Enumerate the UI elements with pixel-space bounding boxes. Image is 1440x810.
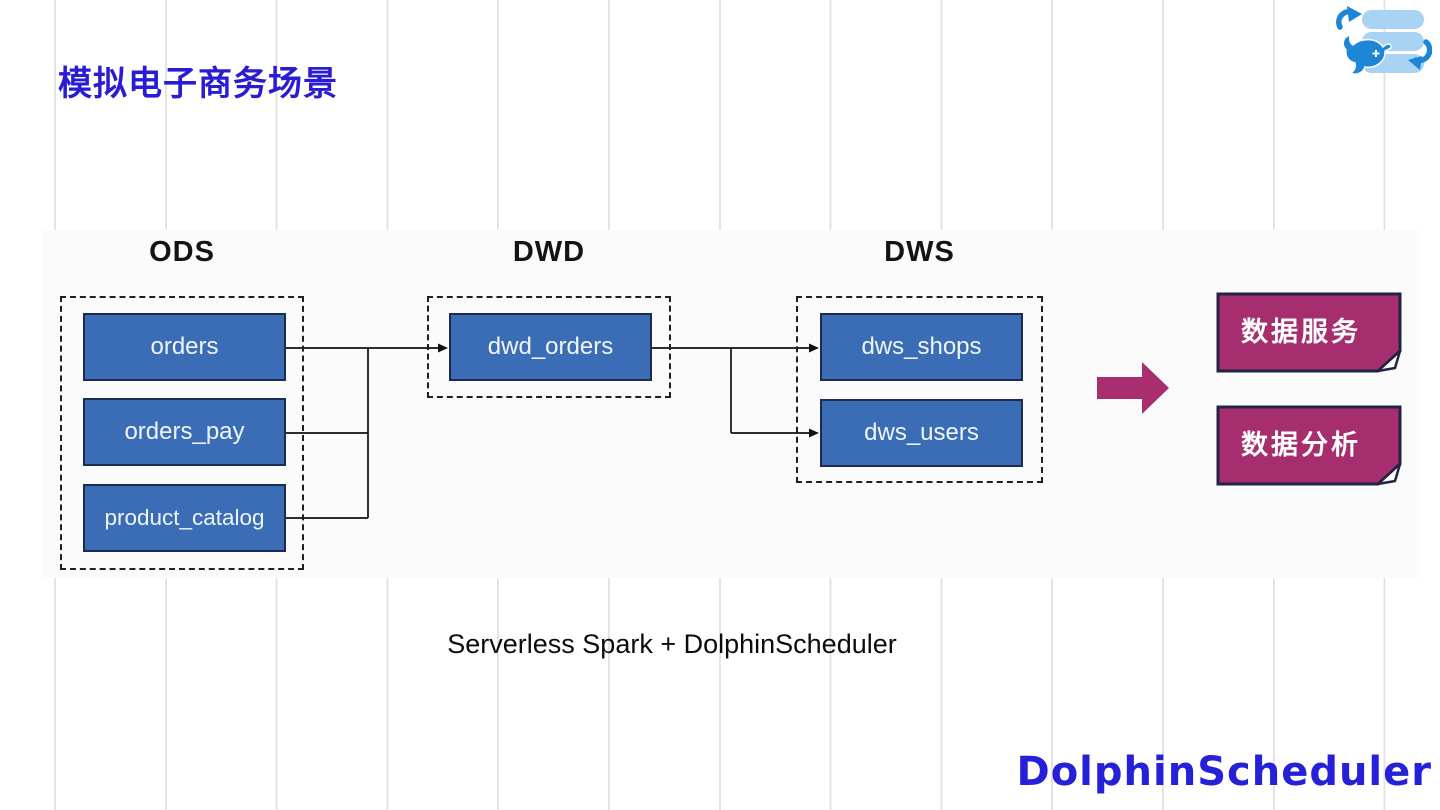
dolphinscheduler-wordmark: DolphinScheduler — [1016, 749, 1432, 795]
table-dws-users: dws_users — [820, 399, 1023, 467]
layer-title-ods: ODS — [149, 236, 215, 268]
table-orders-pay: orders_pay — [83, 398, 286, 466]
table-dws-shops: dws_shops — [820, 313, 1023, 381]
table-product-catalog: product_catalog — [83, 484, 286, 552]
group-dws — [796, 296, 1043, 483]
slide-caption: Serverless Spark + DolphinScheduler — [447, 629, 897, 659]
dolphin-icon — [1342, 33, 1392, 75]
dolphin-sparkle — [1372, 50, 1380, 57]
layer-title-dws: DWS — [884, 236, 955, 268]
output-arrow-icon — [1097, 362, 1169, 414]
table-orders: orders — [83, 313, 286, 381]
cycle-arrowheads — [1347, 6, 1422, 70]
output-data-service: 数据服务 — [1216, 292, 1402, 373]
output-data-analysis-label: 数据分析 — [1241, 429, 1361, 460]
layer-title-dwd: DWD — [512, 236, 586, 268]
output-data-analysis: 数据分析 — [1216, 405, 1402, 486]
page-title: 模拟电子商务场景 — [58, 65, 338, 103]
dolphinscheduler-logo — [1336, 6, 1432, 75]
table-dwd-orders: dwd_orders — [449, 313, 652, 381]
output-data-service-label: 数据服务 — [1241, 316, 1361, 347]
group-dwd — [427, 296, 671, 398]
